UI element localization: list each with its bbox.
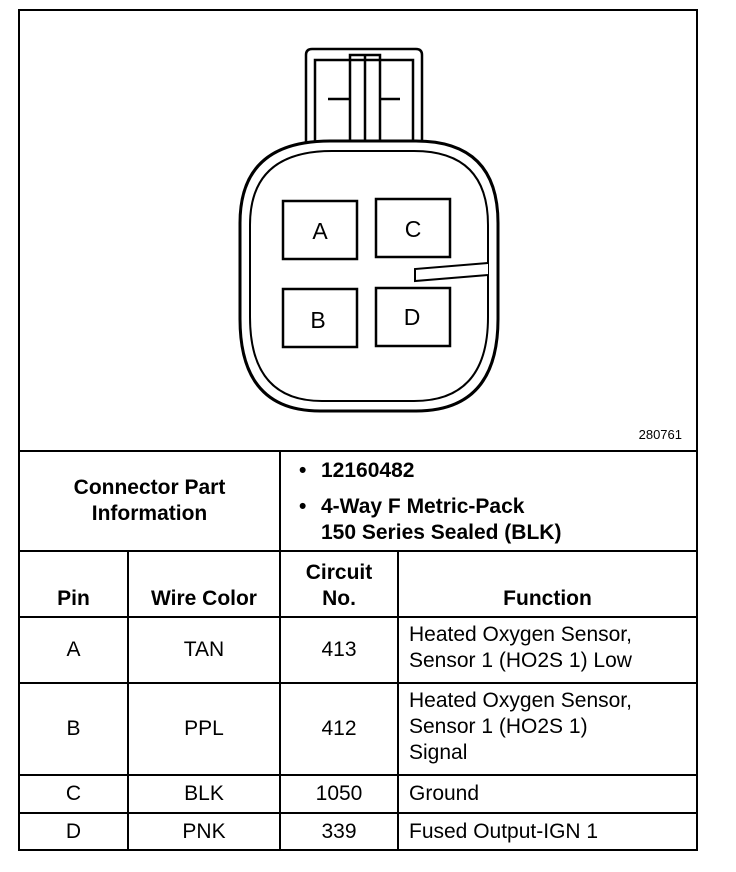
- row-pin: A: [20, 616, 129, 684]
- header-circuit-line1: Circuit: [305, 561, 373, 584]
- cavity-label-b: B: [310, 307, 325, 333]
- row-function-line: Sensor 1 (HO2S 1) Low: [409, 649, 632, 672]
- connector-type-item: • 4-Way F Metric-Pack 150 Series Sealed …: [299, 494, 686, 546]
- row-wire-color: PPL: [127, 682, 281, 776]
- locking-tab: [304, 47, 424, 151]
- row-pin: D: [20, 812, 129, 850]
- table-row: D PNK 339 Fused Output-IGN 1: [20, 812, 697, 850]
- cavity-d: [374, 286, 452, 348]
- row-function-line: Heated Oxygen Sensor,: [409, 689, 632, 712]
- part-number-item: • 12160482: [299, 458, 686, 484]
- cavity-b: [281, 287, 359, 349]
- row-function-line: Signal: [409, 741, 468, 764]
- connector-table: Connector Part Information • 12160482 • …: [20, 450, 697, 850]
- bullet-dot: •: [299, 459, 307, 482]
- connector-info-list: • 12160482 • 4-Way F Metric-Pack 150 Ser…: [278, 450, 697, 552]
- row-function: Heated Oxygen Sensor, Sensor 1 (HO2S 1) …: [396, 682, 697, 776]
- row-function-line: Sensor 1 (HO2S 1): [409, 715, 588, 738]
- header-pin: Pin: [20, 550, 129, 618]
- row-function: Heated Oxygen Sensor, Sensor 1 (HO2S 1) …: [396, 616, 697, 684]
- table-header-row: Pin Wire Color Circuit No. Function: [20, 550, 697, 618]
- row-circuit: 412: [279, 682, 399, 776]
- cavity-label-c: C: [405, 216, 422, 242]
- row-pin: B: [20, 682, 129, 776]
- connector-diagram: A C B D 280761: [20, 11, 696, 450]
- row-wire-color: PNK: [127, 812, 281, 850]
- bullet-dot: •: [299, 495, 307, 518]
- table-row: B PPL 412 Heated Oxygen Sensor, Sensor 1…: [20, 682, 697, 776]
- row-function: Fused Output-IGN 1: [396, 812, 697, 850]
- connector-info-label-line2: Information: [91, 502, 208, 525]
- table-row: C BLK 1050 Ground: [20, 774, 697, 814]
- row-function: Ground: [396, 774, 697, 814]
- row-circuit: 413: [279, 616, 399, 684]
- keying-rib: [414, 262, 489, 283]
- row-circuit: 1050: [279, 774, 399, 814]
- header-function: Function: [396, 550, 697, 618]
- row-circuit: 339: [279, 812, 399, 850]
- cavity-label-a: A: [312, 218, 328, 244]
- connector-body-inner: [249, 150, 489, 402]
- connector-info-label: Connector Part Information: [20, 450, 281, 552]
- cavity-a: [281, 199, 359, 261]
- connector-type-line1: 4-Way F Metric-Pack: [321, 495, 525, 518]
- header-circuit: Circuit No.: [279, 550, 399, 618]
- connector-info-label-line1: Connector Part: [73, 476, 226, 499]
- row-wire-color: BLK: [127, 774, 281, 814]
- row-function-line: Heated Oxygen Sensor,: [409, 623, 632, 646]
- header-wire-color: Wire Color: [127, 550, 281, 618]
- connector-sheet: A C B D 280761 Connector Part Informatio…: [18, 9, 698, 851]
- connector-face-drawing: A C B D: [238, 47, 500, 413]
- row-function-line: Ground: [409, 782, 480, 805]
- table-row: A TAN 413 Heated Oxygen Sensor, Sensor 1…: [20, 616, 697, 684]
- connector-info-row: Connector Part Information • 12160482 • …: [20, 450, 697, 552]
- cavity-label-d: D: [404, 304, 421, 330]
- row-pin: C: [20, 774, 129, 814]
- figure-number: 280761: [638, 427, 682, 442]
- header-circuit-line2: No.: [322, 587, 356, 610]
- row-function-line: Fused Output-IGN 1: [409, 820, 599, 843]
- connector-type-line2: 150 Series Sealed (BLK): [321, 521, 562, 544]
- cavity-c: [374, 197, 452, 259]
- part-number: 12160482: [321, 459, 415, 482]
- row-wire-color: TAN: [127, 616, 281, 684]
